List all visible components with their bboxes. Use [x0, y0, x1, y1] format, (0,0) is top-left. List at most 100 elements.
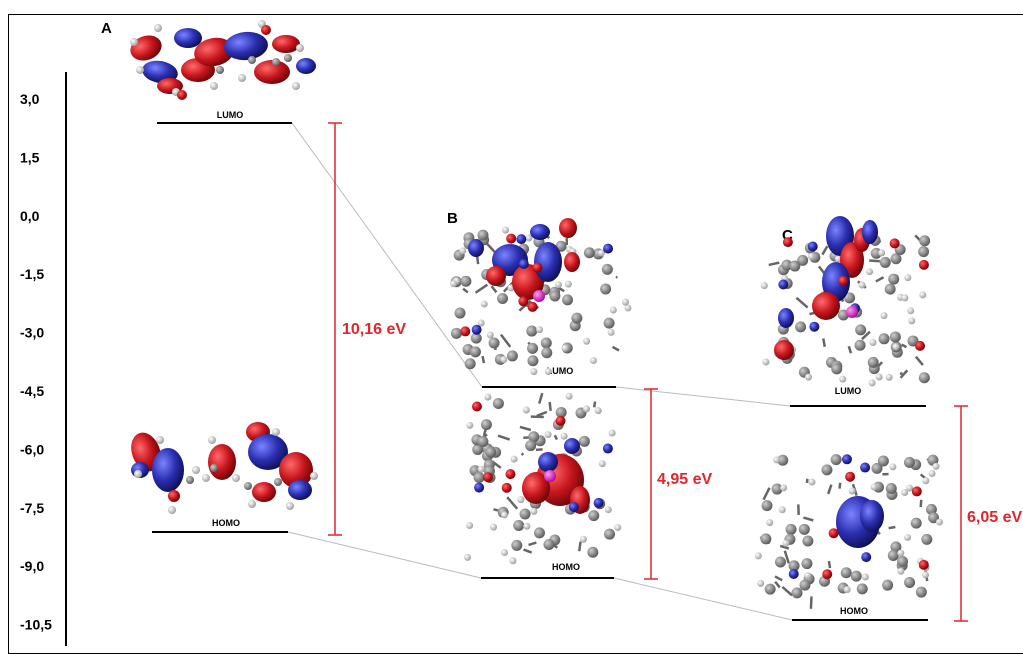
- carbon-atom: [186, 476, 194, 484]
- hydrogen-atom: [897, 550, 904, 557]
- oxygen-atom: [783, 237, 793, 247]
- hydrogen-atom: [511, 456, 518, 463]
- orbital-lobe-red: [486, 266, 506, 286]
- oxygen-atom: [528, 302, 538, 312]
- bond: [775, 582, 780, 588]
- hydrogen-atom: [509, 557, 516, 564]
- oxygen-atom: [506, 234, 516, 244]
- hydrogen-atom: [907, 307, 914, 314]
- bond: [579, 542, 580, 551]
- orbital-c-homo: [755, 454, 943, 609]
- bond: [849, 346, 851, 353]
- y-tick-label: -7,5: [20, 500, 44, 516]
- bond: [463, 289, 468, 293]
- carbon-atom: [879, 333, 890, 344]
- hydrogen-atom: [517, 496, 524, 503]
- orbital-lobe-blue: [778, 308, 794, 328]
- carbon-atom: [801, 558, 812, 569]
- bond: [775, 576, 782, 580]
- hydrogen-atom: [892, 343, 899, 350]
- hydrogen-atom: [757, 580, 764, 587]
- hydrogen-atom: [487, 332, 494, 339]
- hydrogen-atom: [614, 524, 621, 531]
- hydrogen-atom: [501, 549, 508, 556]
- carbon-atom: [831, 454, 842, 465]
- bond: [782, 587, 792, 595]
- y-tick-label: -9,0: [20, 558, 44, 574]
- hydrogen-atom: [922, 571, 929, 578]
- carbon-atom: [497, 293, 508, 304]
- connector-homo-a-b: [288, 532, 481, 578]
- hydrogen-atom: [755, 552, 762, 559]
- carbon-atom: [919, 372, 930, 383]
- orbital-lobe-red: [252, 482, 276, 502]
- carbon-atom: [604, 529, 615, 540]
- hydrogen-atom: [481, 301, 488, 308]
- hydrogen-atom: [844, 586, 851, 593]
- carbon-atom: [761, 500, 772, 511]
- carbon-atom: [549, 290, 560, 301]
- hydrogen-atom: [880, 312, 887, 319]
- hydrogen-atom: [192, 466, 200, 474]
- hydrogen-atom: [869, 379, 876, 386]
- hydrogen-atom: [238, 74, 246, 82]
- hydrogen-atom: [154, 24, 162, 32]
- bond: [498, 436, 510, 440]
- oxygen-atom: [532, 263, 542, 273]
- oxygen-atom: [472, 401, 482, 411]
- carbon-atom: [600, 284, 611, 295]
- metal-atom: [544, 470, 556, 482]
- carbon-atom: [904, 457, 915, 468]
- bond: [921, 500, 922, 507]
- carbon-atom: [792, 587, 803, 598]
- hydrogen-atom: [808, 479, 815, 486]
- connector-homo-b-c: [614, 578, 792, 620]
- orbital-lobe-red: [208, 444, 236, 480]
- orbital-lobe-blue: [564, 438, 580, 454]
- oxygen-atom: [919, 260, 929, 270]
- orbital-lobe-red: [127, 31, 165, 64]
- gap-label-a: 10,16 eV: [342, 321, 406, 338]
- hydrogen-atom: [248, 500, 256, 508]
- orbital-lobe-blue: [468, 239, 484, 257]
- hydrogen-atom: [904, 534, 911, 541]
- bond: [796, 298, 807, 308]
- carbon-atom: [857, 583, 868, 594]
- hydrogen-atom: [134, 470, 142, 478]
- y-tick-label: -1,5: [20, 266, 44, 282]
- hydrogen-atom: [901, 489, 908, 496]
- orbital-lobe-blue: [530, 224, 550, 240]
- carbon-atom: [272, 58, 280, 66]
- bond: [876, 277, 884, 281]
- hydrogen-atom: [808, 253, 815, 260]
- carbon-atom: [880, 257, 891, 268]
- carbon-atom: [481, 419, 492, 430]
- carbon-atom: [465, 358, 476, 369]
- hydrogen-atom: [232, 474, 240, 482]
- hydrogen-atom: [296, 44, 304, 52]
- carbon-atom: [520, 508, 531, 519]
- carbon-atom: [789, 261, 800, 272]
- hydrogen-atom: [878, 249, 885, 256]
- nitrogen-atom: [474, 483, 484, 493]
- orbital-lobe-blue: [174, 28, 202, 48]
- hydrogen-atom: [523, 407, 530, 414]
- carbon-atom: [588, 510, 599, 521]
- lumo-label-a: LUMO: [217, 110, 244, 120]
- bond: [829, 561, 830, 568]
- y-tick-label: 3,0: [20, 91, 40, 107]
- orbital-lobe-red: [254, 60, 290, 84]
- carbon-atom: [760, 533, 771, 544]
- carbon-atom: [921, 534, 932, 545]
- bond: [483, 356, 484, 363]
- hydrogen-atom: [908, 317, 915, 324]
- nitrogen-atom: [860, 463, 870, 473]
- carbon-atom: [841, 567, 852, 578]
- hydrogen-atom: [478, 466, 485, 473]
- bond: [878, 362, 882, 366]
- bond: [537, 412, 547, 416]
- oxygen-atom: [890, 238, 900, 248]
- homo-label-a: HOMO: [212, 518, 240, 528]
- carbon-atom: [878, 455, 889, 466]
- nitrogen-atom: [516, 234, 526, 244]
